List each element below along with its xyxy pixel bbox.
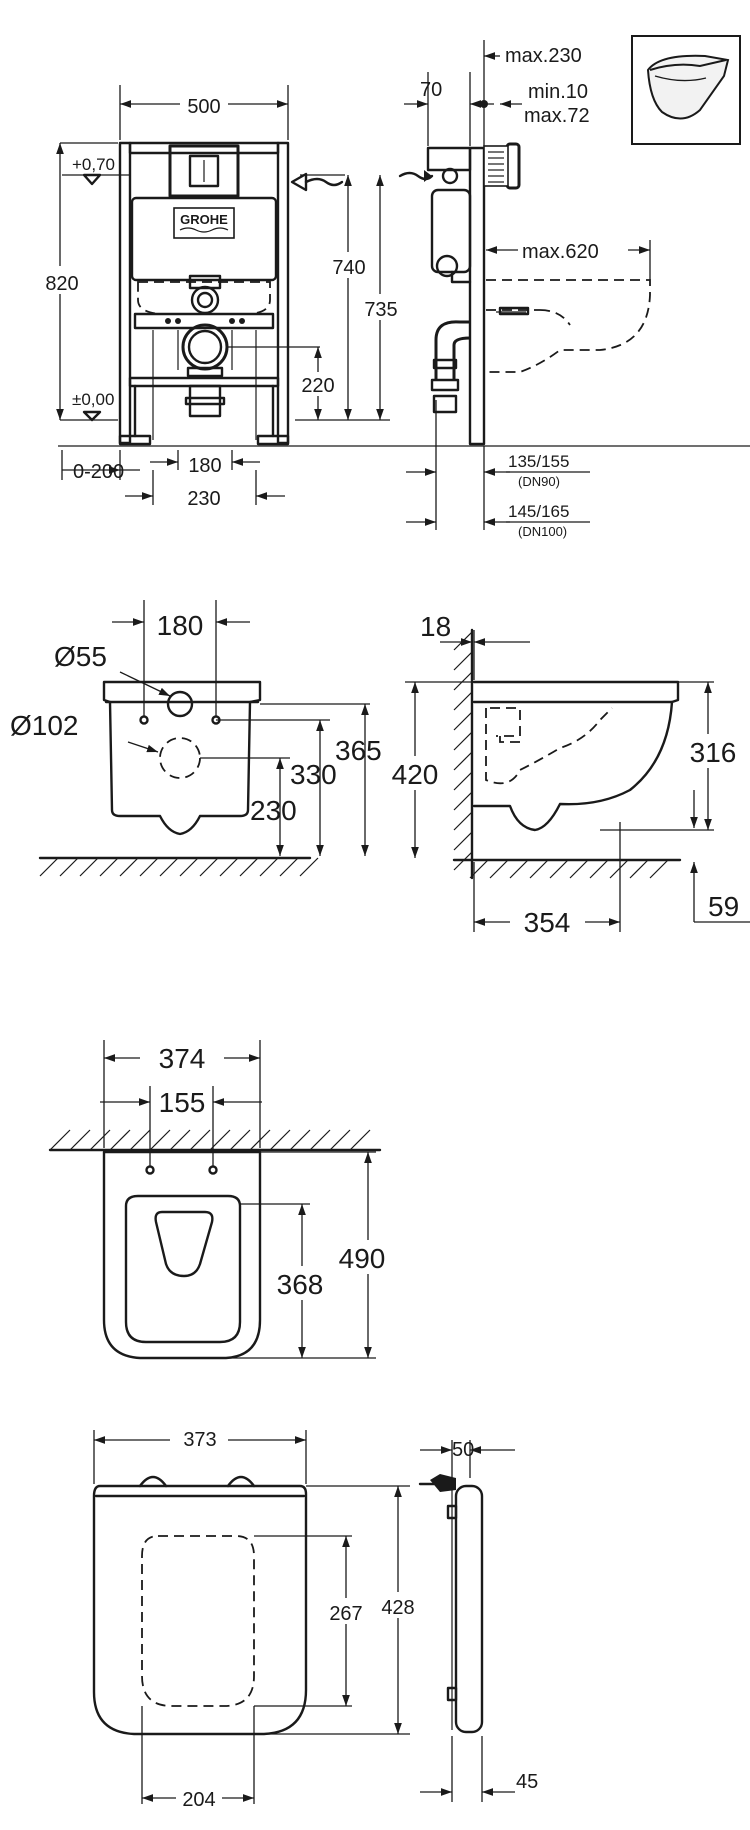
dim-dia55: Ø55 [54,641,107,672]
bowl-front-view: 180 Ø55 Ø102 365 330 230 [10,600,382,877]
dim-max230: max.230 [505,45,582,67]
frame-front-view: GROHE 500 820 +0,70 [40,85,750,510]
bowl-side-view: 18 420 316 59 354 [380,611,750,938]
dim-316: 316 [690,737,737,768]
dim-735: 735 [364,299,397,321]
dim-18: 18 [420,611,451,642]
flush-plate [168,144,240,198]
dim-740: 740 [332,257,365,279]
dim-373: 373 [183,1429,216,1451]
dim-220: 220 [301,375,334,397]
dim-offset: 0-200 [73,461,124,483]
dim-135-155: 135/155 [508,452,569,471]
dim-155: 155 [159,1087,206,1118]
dim-330: 330 [290,759,337,790]
seat-side-view: 50 45 [418,1439,538,1802]
dim-59: 59 [708,891,739,922]
dim-428: 428 [381,1597,414,1619]
bowl-top-view: 374 155 490 368 [48,1040,400,1360]
cistern [130,196,278,282]
dim-max620: max.620 [522,241,599,263]
product-thumbnail [631,35,741,145]
dim-max72: max.72 [524,105,590,127]
elevation-zero: ±0,00 [72,390,114,409]
dim-365: 365 [335,735,382,766]
dim-50: 50 [452,1439,474,1461]
dim-180: 180 [188,455,221,477]
dim-204: 204 [182,1789,215,1811]
bowl-side-outline [472,680,680,832]
dim-70: 70 [420,79,442,101]
dim-dia102: Ø102 [10,710,79,741]
brand-logo-text: GROHE [180,212,228,227]
seat-side-outline [454,1484,484,1734]
elevation-plus: +0,70 [72,155,115,174]
seat-top-view: 373 204 428 267 [92,1429,422,1811]
dim-267: 267 [329,1603,362,1625]
seat-outline [92,1484,308,1736]
dim-front-180: 180 [157,610,204,641]
dim-145-165: 145/165 [508,502,569,521]
dim-354: 354 [524,907,571,938]
dim-230: 230 [187,488,220,510]
dim-374: 374 [159,1043,206,1074]
grohe-logo [173,207,235,239]
dim-420: 420 [392,759,439,790]
dim-368: 368 [277,1269,324,1300]
dim-45: 45 [516,1771,538,1793]
dim-490: 490 [339,1243,386,1274]
dim-frame-height: 820 [45,273,78,295]
bowl-front-outline [102,680,262,836]
dim-frame-width: 500 [187,96,220,118]
label-dn100: (DN100) [518,524,567,539]
bowl-top-outline [102,1150,262,1360]
dim-230-front: 230 [250,795,297,826]
label-dn90: (DN90) [518,474,560,489]
frame-side-view: max.230 70 min.10 max.72 max.620 135/155… [398,40,651,539]
dim-min10: min.10 [528,81,588,103]
